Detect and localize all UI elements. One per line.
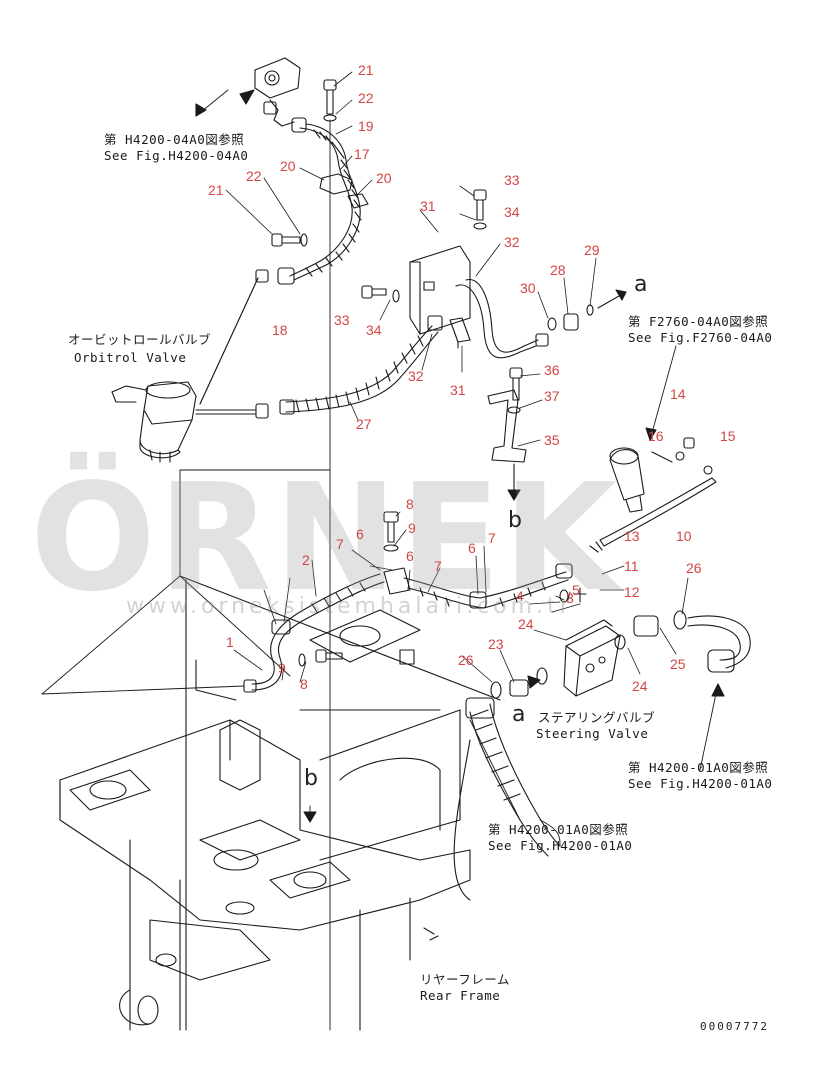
- callout-16: 16: [648, 428, 664, 444]
- callout-36: 36: [544, 362, 560, 378]
- callout-18: 18: [272, 322, 288, 338]
- callout-22-top: 22: [358, 90, 374, 106]
- callout-33-top: 33: [504, 172, 520, 188]
- callout-30: 30: [520, 280, 536, 296]
- callout-leaders: [225, 71, 689, 683]
- orbitrol-valve-drawing: [111, 277, 269, 463]
- callout-8-top: 8: [406, 496, 414, 512]
- callout-32-bottom: 32: [408, 368, 424, 384]
- letter-a-bottom: a: [512, 702, 526, 727]
- callout-5: 5: [572, 582, 580, 598]
- drawing-code: 00007772: [700, 1020, 769, 1033]
- callout-24-left: 24: [518, 616, 534, 632]
- hose-17-18: [255, 117, 362, 285]
- callout-24-right: 24: [632, 678, 648, 694]
- steering-label-jp: ステアリングバルブ: [538, 710, 656, 725]
- bolt-21-left: [271, 233, 308, 247]
- callout-34-left: 34: [366, 322, 382, 338]
- watermark-url: www.orneksistemhalari.com.tr: [126, 594, 573, 619]
- hose-27: [279, 315, 443, 415]
- fittings-23-26: [490, 610, 687, 699]
- line-10-13: [589, 477, 717, 553]
- callout-25: 25: [670, 656, 686, 672]
- callout-1: 1: [226, 634, 234, 650]
- callout-33-left: 33: [334, 312, 350, 328]
- callout-7-c: 7: [488, 530, 496, 546]
- bracket-31: [409, 245, 471, 349]
- rear-frame-drawing: [59, 575, 501, 1031]
- callout-21-top: 21: [358, 62, 374, 78]
- arrows: [195, 89, 725, 823]
- fitting-top: [254, 57, 301, 127]
- callout-15: 15: [720, 428, 736, 444]
- bracket-35: [487, 367, 527, 495]
- hose-1-2: [243, 563, 573, 693]
- ref-h420001b-en: See Fig.H4200-01A0: [488, 838, 633, 853]
- callout-11: 11: [624, 558, 639, 574]
- callout-37: 37: [544, 388, 560, 404]
- elbow-16: [609, 437, 713, 513]
- callout-29: 29: [584, 242, 600, 258]
- letter-b-mid: b: [508, 508, 522, 533]
- ref-h420004-en: See Fig.H4200-04A0: [104, 148, 249, 163]
- callout-6-b: 6: [406, 548, 414, 564]
- callout-10: 10: [676, 528, 692, 544]
- bolt-8-top: [383, 511, 399, 552]
- callout-20-right: 20: [376, 170, 392, 186]
- frame-label-jp: リヤーフレーム: [420, 972, 510, 987]
- callout-7-a: 7: [336, 536, 344, 552]
- callout-31-bottom: 31: [450, 382, 466, 398]
- callout-2: 2: [302, 552, 310, 568]
- ref-h420001b-jp: 第 H4200-01A0図参照: [488, 822, 629, 837]
- orbitrol-label-en: Orbitrol Valve: [74, 350, 187, 365]
- frame-label-en: Rear Frame: [420, 988, 501, 1003]
- callout-6-a: 6: [356, 526, 364, 542]
- letter-a-right: a: [634, 272, 648, 297]
- callout-8-low: 8: [300, 676, 308, 692]
- callout-14: 14: [670, 386, 686, 402]
- ref-f276004-en: See Fig.F2760-04A0: [628, 330, 773, 345]
- callout-31-top: 31: [420, 198, 436, 214]
- ref-h420004-jp: 第 H4200-04A0図参照: [104, 132, 245, 147]
- steering-valve-drawing: [559, 587, 621, 697]
- watermark-brand: ÖRNEK: [30, 452, 620, 624]
- leader-lines: [41, 89, 719, 1031]
- callout-20-left: 20: [280, 158, 296, 174]
- callout-34-top: 34: [504, 204, 520, 220]
- callout-7-b: 7: [434, 558, 442, 574]
- callout-4: 4: [516, 588, 524, 604]
- callout-21-left: 21: [208, 182, 224, 198]
- callout-17: 17: [354, 146, 370, 162]
- callout-6-c: 6: [468, 540, 476, 556]
- callout-32-top: 32: [504, 234, 520, 250]
- ref-h420001a-jp: 第 H4200-01A0図参照: [628, 760, 769, 775]
- bolt-33-mid: [473, 189, 487, 230]
- fittings-28-30: [547, 291, 627, 331]
- orbitrol-label-jp: オービットロールバルブ: [68, 332, 212, 347]
- callout-26-right: 26: [686, 560, 702, 576]
- bolt-33-left: [361, 285, 400, 303]
- hose-right: [687, 615, 751, 673]
- callout-3: 3: [566, 590, 574, 606]
- callout-9-low: 9: [278, 660, 286, 676]
- callout-13: 13: [624, 528, 640, 544]
- steering-label-en: Steering Valve: [536, 726, 649, 741]
- callout-19: 19: [358, 118, 374, 134]
- callout-22-left: 22: [246, 168, 262, 184]
- letter-b-frame: b: [304, 766, 318, 791]
- ref-h420001a-en: See Fig.H4200-01A0: [628, 776, 773, 791]
- callout-27: 27: [356, 416, 372, 432]
- hose-to-30: [455, 279, 549, 359]
- bolt-21-top: [323, 79, 337, 122]
- callout-9-top: 9: [408, 520, 416, 536]
- callout-12: 12: [624, 584, 640, 600]
- ref-f276004-jp: 第 F2760-04A0図参照: [628, 314, 769, 329]
- callout-35: 35: [544, 432, 560, 448]
- callout-23: 23: [488, 636, 504, 652]
- callout-28: 28: [550, 262, 566, 278]
- callout-26-left: 26: [458, 652, 474, 668]
